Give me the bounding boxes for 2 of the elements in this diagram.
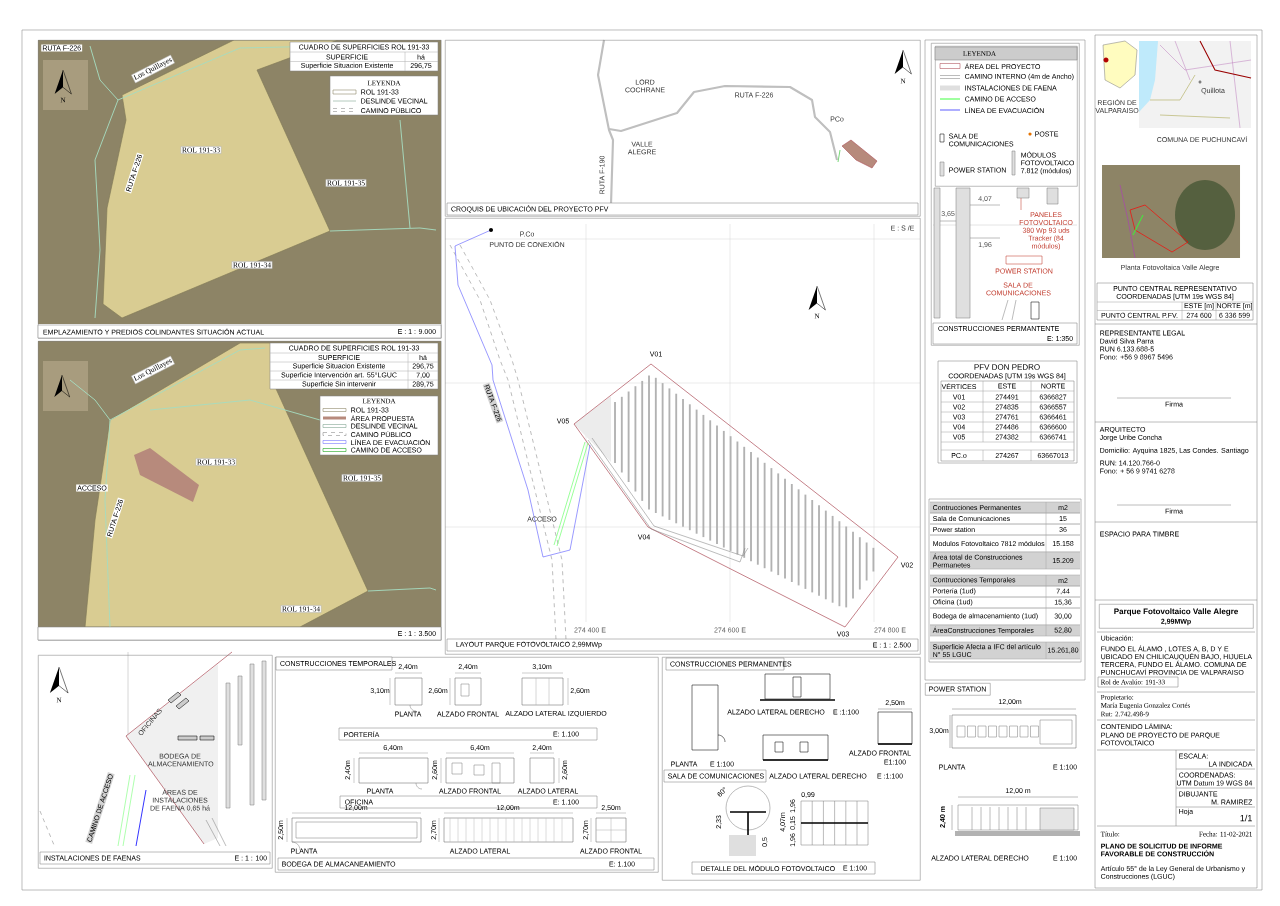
table-text: PFV DON PEDRO (974, 364, 1040, 370)
title-block-text: 1/1 (1240, 814, 1252, 822)
